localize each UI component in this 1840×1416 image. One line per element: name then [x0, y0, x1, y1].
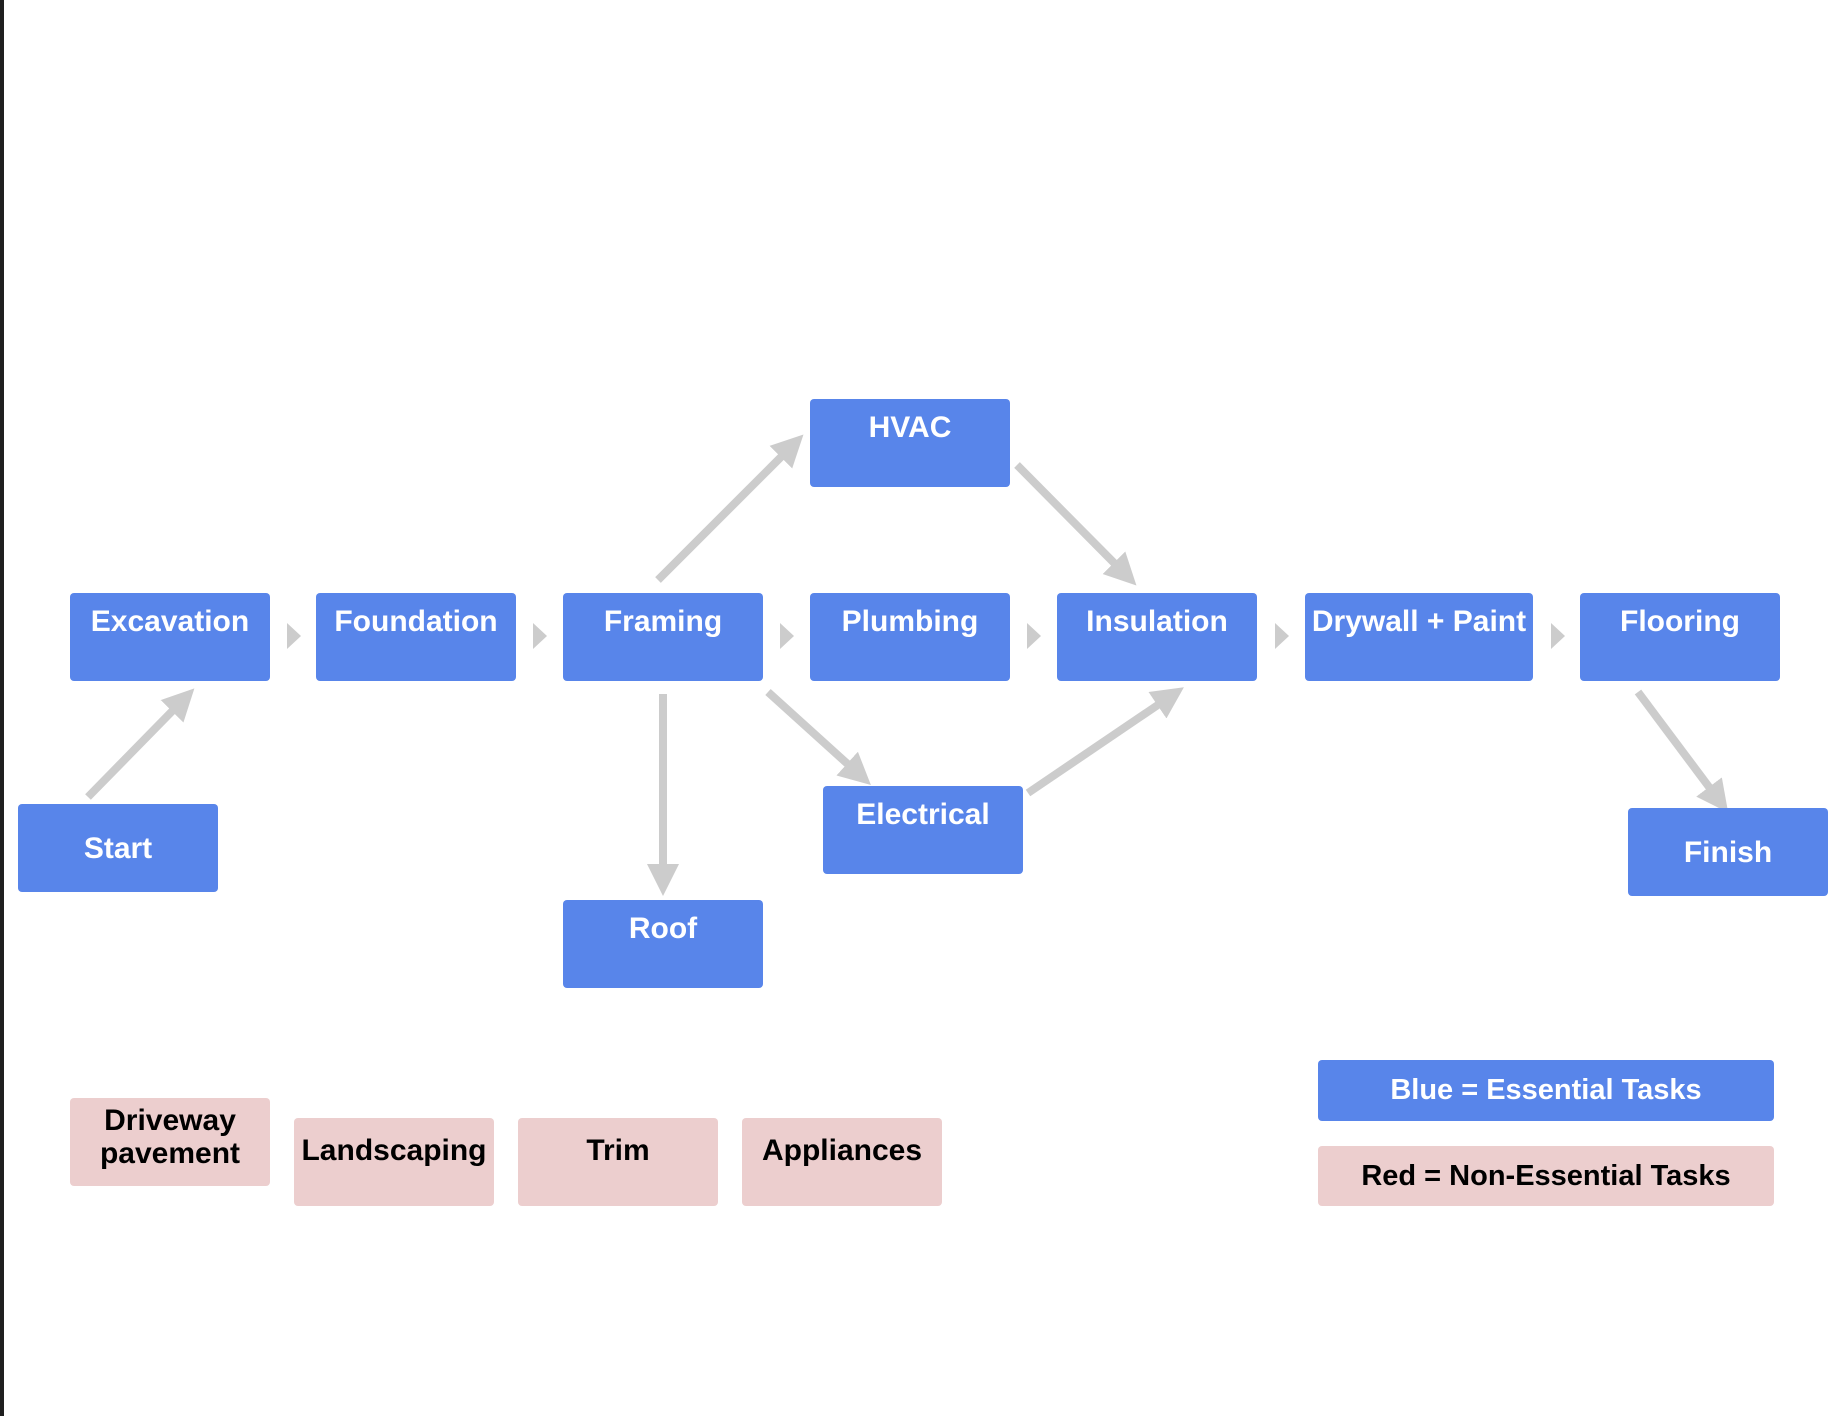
- arrow-framing-hvac: [655, 434, 804, 583]
- node-flooring[interactable]: Flooring: [1580, 593, 1780, 681]
- node-appliances[interactable]: Appliances: [742, 1118, 942, 1206]
- chevron-foundation-framing: [533, 623, 547, 649]
- node-framing[interactable]: Framing: [563, 593, 763, 681]
- arrow-hvac-insulation: [1014, 462, 1137, 586]
- chevron-drywall-flooring: [1551, 623, 1565, 649]
- arrow-electrical-insulation: [1025, 687, 1184, 797]
- node-drywall-paint[interactable]: Drywall + Paint: [1305, 593, 1533, 681]
- node-plumbing[interactable]: Plumbing: [810, 593, 1010, 681]
- chevron-insulation-drywall: [1275, 623, 1289, 649]
- node-start[interactable]: Start: [18, 804, 218, 892]
- node-driveway-pavement[interactable]: Driveway pavement: [70, 1098, 270, 1186]
- window-edge: [0, 0, 4, 1416]
- node-roof[interactable]: Roof: [563, 900, 763, 988]
- node-insulation[interactable]: Insulation: [1057, 593, 1257, 681]
- node-hvac[interactable]: HVAC: [810, 399, 1010, 487]
- arrow-flooring-finish: [1634, 689, 1729, 813]
- node-finish[interactable]: Finish: [1628, 808, 1828, 896]
- node-trim[interactable]: Trim: [518, 1118, 718, 1206]
- arrow-start-excavation: [85, 688, 195, 800]
- arrow-framing-electrical: [765, 689, 871, 786]
- legend-non-essential: Red = Non-Essential Tasks: [1318, 1146, 1774, 1206]
- chevron-excavation-foundation: [287, 623, 301, 649]
- node-landscaping[interactable]: Landscaping: [294, 1118, 494, 1206]
- node-excavation[interactable]: Excavation: [70, 593, 270, 681]
- legend-essential: Blue = Essential Tasks: [1318, 1060, 1774, 1121]
- node-foundation[interactable]: Foundation: [316, 593, 516, 681]
- chevron-plumbing-insulation: [1027, 623, 1041, 649]
- chevron-framing-plumbing: [780, 623, 794, 649]
- node-electrical[interactable]: Electrical: [823, 786, 1023, 874]
